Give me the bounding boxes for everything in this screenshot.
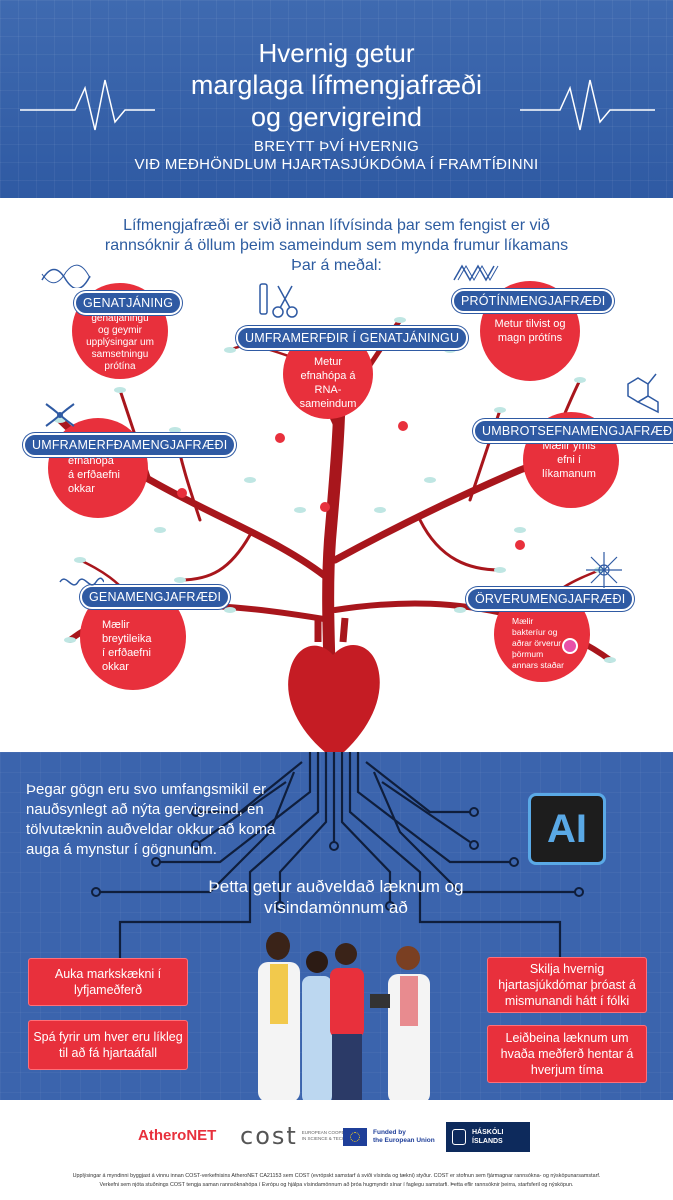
benefit-right-0: Skilja hvernig hjartasjúkdómar þróast á …: [487, 957, 647, 1013]
microbe-cluster-icon: [586, 552, 622, 588]
intro-line-2: rannsóknir á öllum þeim sameindum sem my…: [104, 237, 569, 254]
molecule-ring-icon: [627, 373, 659, 414]
atheronet-logo: AtheroNET: [138, 1127, 217, 1144]
gene-strand-icon: [59, 577, 104, 586]
omics-label-2: PRÓTÍNMENGJAFRÆÐI: [452, 289, 615, 313]
pipette-scissors-icon: [259, 283, 298, 318]
ai-lead-text: Þetta getur auðveldað læknum og vísindam…: [208, 877, 464, 917]
subtitle-line-2: VIÐ MEÐHÖNDLUM HJARTASJÚKDÓMA Í FRAMTÍÐI…: [134, 156, 539, 173]
footer-fineprint-2: Verkefni sem njóta stuðnings COST tengja…: [99, 1182, 574, 1188]
omics-label-4: UMBROTSEFNAMENGJAFRÆÐI: [473, 419, 673, 443]
heartbeat-line-left-icon: [20, 79, 155, 131]
title-line-1: Hvernig getur: [258, 38, 415, 68]
title-line-3: og gervigreind: [250, 102, 423, 132]
header-banner: Hvernig getur marglaga lífmengjafræði og…: [0, 0, 673, 198]
intro-line-3: Þar á meðal:: [291, 257, 382, 274]
benefit-left-1: Spá fyrir um hver eru líkleg til að fá h…: [28, 1020, 188, 1070]
eu-flag-icon: [343, 1128, 367, 1146]
benefit-right-1: Leiðbeina læknum um hvaða meðferð hentar…: [487, 1025, 647, 1083]
circuit-roots-illustration: [91, 752, 584, 975]
ai-description: Þegar gögn eru svo umfangsmikil er nauðs…: [26, 781, 276, 858]
benefit-left-0: Auka markskækni í lyfjameðferð: [28, 958, 188, 1006]
intro-line-1: Lífmengjafræði er svið innan lífvísinda …: [123, 217, 550, 234]
omics-label-1: UMFRAMERFÐIR Í GENATJÁNINGU: [236, 326, 469, 350]
cost-logo: cost EUROPEAN COOPERATION IN SCIENCE & T…: [240, 1122, 365, 1150]
haskoli-islands-logo: HÁSKÓLI ÍSLANDS: [446, 1122, 530, 1152]
omics-label-3: UMFRAMERFÐAMENGJAFRÆÐI: [23, 433, 237, 457]
omics-label-5: GENAMENGJAFRÆÐI: [80, 585, 231, 609]
footer-fineprint-1: Upplýsingar á myndinni byggjast á vinnu …: [72, 1173, 601, 1179]
eu-funded-logo: Funded by the European Union: [343, 1128, 435, 1146]
subtitle-line-1: BREYTT ÞVÍ HVERNIG: [253, 138, 420, 155]
doctors-and-family-illustration: [258, 932, 430, 1100]
omics-label-6: ÖRVERUMENGJAFRÆÐI: [466, 587, 635, 611]
dna-wave-icon: [41, 264, 91, 288]
protein-helix-icon: [453, 264, 499, 282]
microbe-bubble-icon: [562, 638, 578, 654]
heartbeat-line-right-icon: [520, 79, 655, 131]
ai-badge-icon: AI: [528, 793, 606, 865]
footer: [0, 1100, 673, 1200]
chromosome-icon: [45, 403, 75, 427]
university-crest-icon: [452, 1129, 466, 1145]
header-grid-pattern: [0, 0, 673, 198]
title-line-2: marglaga lífmengjafræði: [190, 70, 483, 100]
omics-label-0: GENATJÁNING: [74, 291, 183, 315]
heart-icon: [288, 612, 380, 760]
